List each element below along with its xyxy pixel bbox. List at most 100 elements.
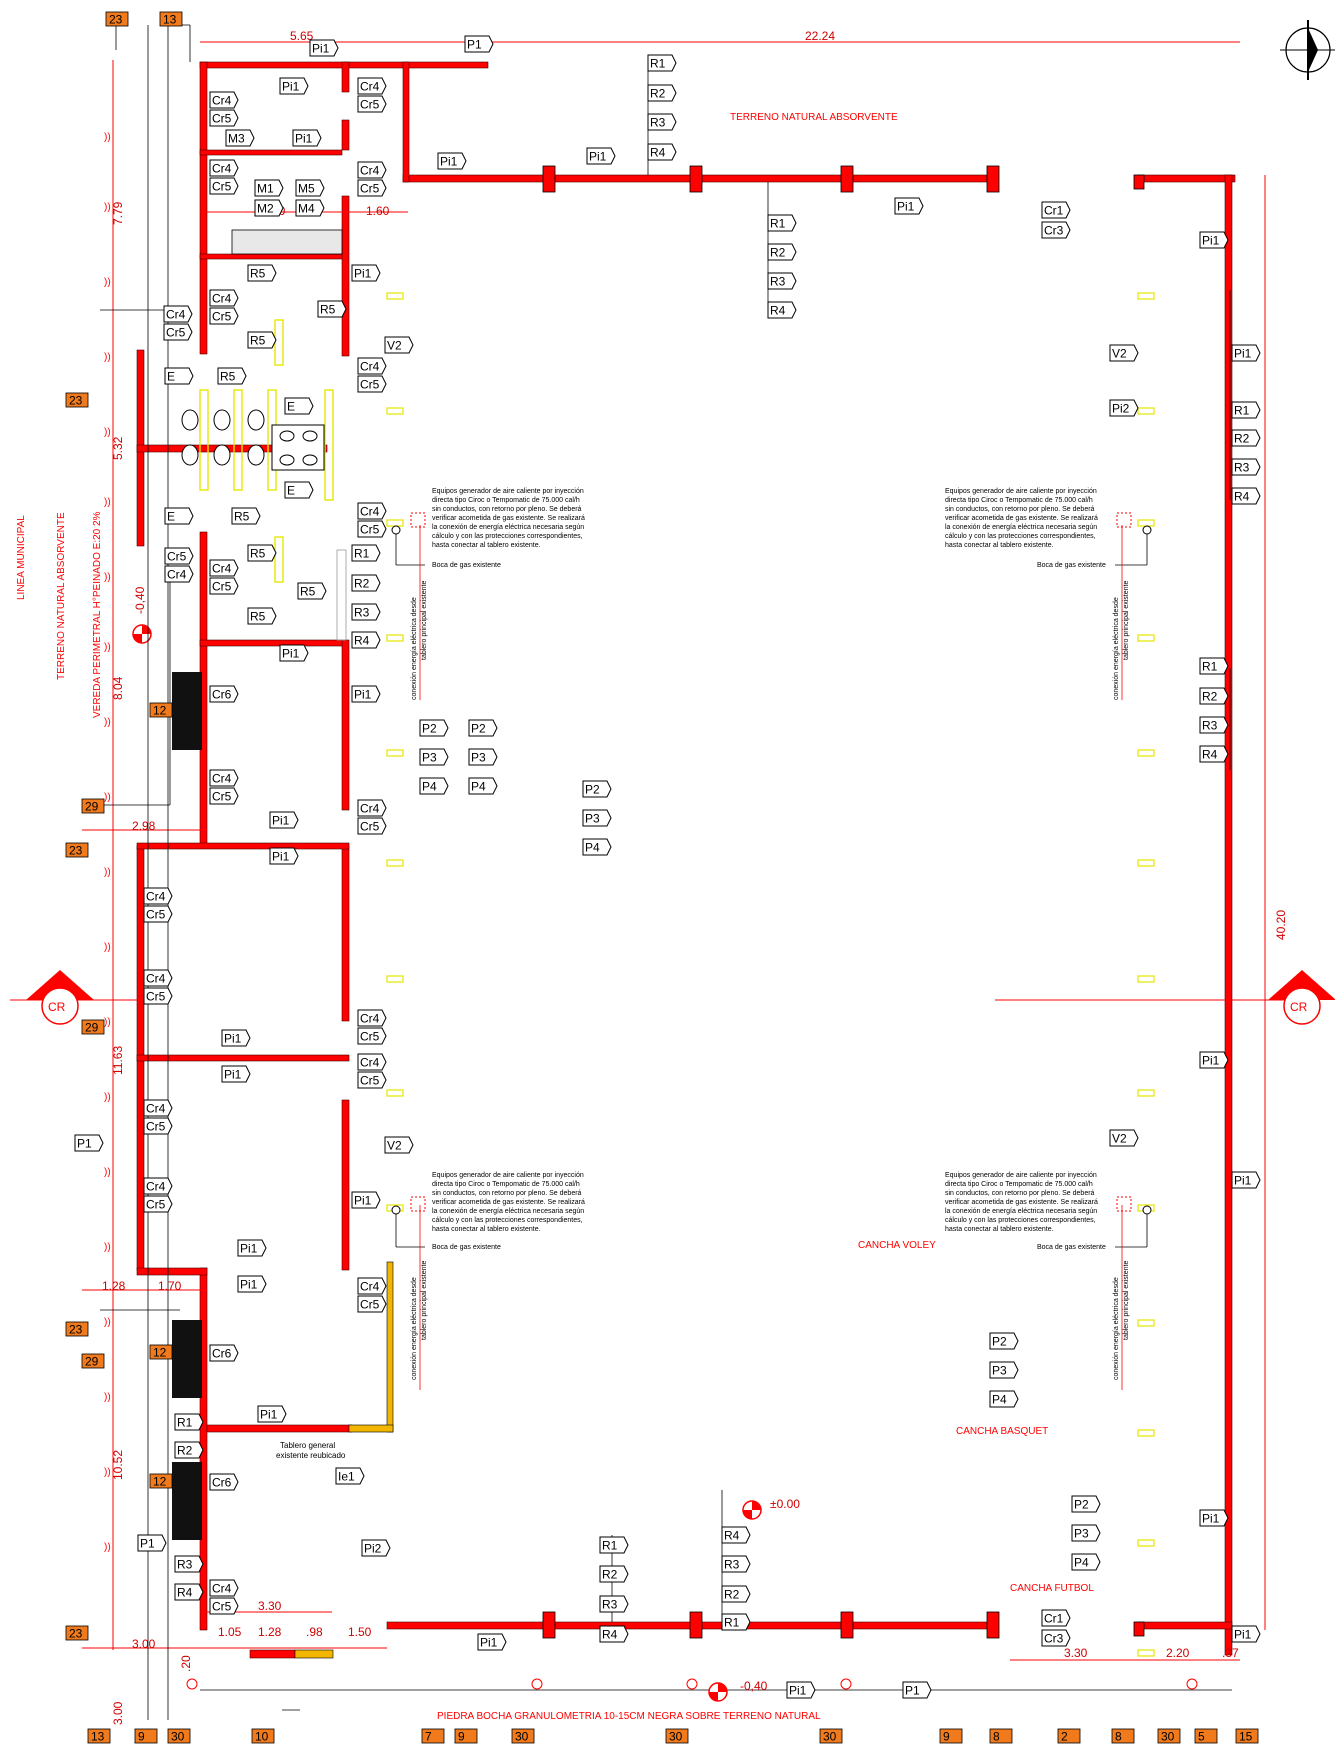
tag-r4: R4	[1199, 745, 1229, 763]
tag-label: P4	[471, 780, 486, 794]
note-conexion: conexión energía eléctrica desde	[411, 597, 418, 700]
tag-label: Cr1	[1044, 204, 1064, 218]
tag-label: R4	[724, 1529, 740, 1543]
tag-pi1: Pi1	[437, 152, 467, 170]
wall-board-b	[294, 1649, 334, 1659]
tag-pi1: Pi1	[292, 129, 322, 147]
callout-label: 23	[69, 1627, 83, 1641]
tag-cr5: Cr5	[209, 577, 239, 595]
tag-label: E	[287, 484, 295, 498]
note-conexion: conexión energía eléctrica desde	[1113, 597, 1120, 700]
callout-n30: 30	[819, 1728, 843, 1744]
tag-r5: R5	[317, 300, 347, 318]
tag-label: P2	[992, 1335, 1007, 1349]
tag-p1: P1	[137, 1534, 167, 1552]
tag-cr4: Cr4	[209, 559, 239, 577]
tag-cr4: Cr4	[209, 769, 239, 787]
tag-label: Cr6	[212, 1476, 232, 1490]
note-line: cálculo y con las protecciones correspon…	[432, 1217, 583, 1224]
callout-label: 9	[138, 1730, 145, 1744]
tag-pi1: Pi1	[269, 811, 299, 829]
tag-label: R1	[177, 1416, 193, 1430]
dim-text: 40.20	[1274, 910, 1288, 940]
tag-label: E	[287, 400, 295, 414]
callout-label: 9	[458, 1730, 465, 1744]
tag-cr6: Cr6	[209, 1344, 239, 1362]
note-line: directa tipo Ciroc o Tempomatic de 75.00…	[432, 1181, 580, 1188]
callout-label: 13	[91, 1730, 105, 1744]
tag-label: P1	[467, 38, 482, 52]
level-center: ±0.00	[770, 1497, 800, 1511]
tag-r5: R5	[247, 607, 277, 625]
dim-text: 22.24	[805, 29, 835, 43]
tablero-label-1: Tablero general	[280, 1441, 335, 1450]
callout-n29: 29	[81, 798, 105, 814]
drain-marker-icon: ))	[104, 1017, 111, 1028]
wall-right	[1224, 174, 1233, 1656]
tag-label: P3	[1074, 1527, 1089, 1541]
level-markers	[132, 624, 762, 1702]
tag-cr4: Cr4	[357, 357, 387, 375]
light-fixtures	[386, 292, 1155, 1657]
tag-label: Cr5	[360, 182, 380, 196]
tag-cr4: Cr4	[357, 1277, 387, 1295]
tag-label: R5	[250, 610, 266, 624]
tag-label: Cr5	[360, 523, 380, 537]
tag-r1: R1	[1231, 401, 1261, 419]
tag-label: Cr5	[146, 1198, 166, 1212]
tag-label: R1	[1202, 660, 1218, 674]
tag-label: Pi1	[354, 688, 372, 702]
tag-r5: R5	[297, 582, 327, 600]
tag-label: P2	[471, 722, 486, 736]
tag-label: P4	[1074, 1556, 1089, 1570]
pile-marker-icon	[531, 1678, 543, 1690]
tag-label: Cr5	[146, 990, 166, 1004]
tag-pi1: Pi1	[1231, 1625, 1261, 1643]
callout-label: 12	[153, 704, 167, 718]
tag-cr5: Cr5	[143, 905, 173, 923]
callout-n9: 9	[454, 1728, 478, 1744]
dim-text: 3.30	[258, 1599, 282, 1613]
tag-label: Cr4	[360, 360, 380, 374]
tag-label: P1	[140, 1537, 155, 1551]
tag-label: V2	[1112, 347, 1127, 361]
wall-h5	[136, 842, 350, 850]
note-conexion: tablero principal existente	[421, 581, 428, 660]
note-line: sin conductos, con retorno por pleno. Se…	[432, 506, 582, 513]
tag-pi1: Pi1	[257, 1405, 287, 1423]
callout-n29: 29	[81, 1019, 105, 1035]
pile-marker-icon	[186, 1678, 198, 1690]
note-conexion: tablero principal existente	[1123, 581, 1130, 660]
tag-label: Cr4	[212, 292, 232, 306]
tag-pi1: Pi1	[1199, 1051, 1229, 1069]
tag-pi1: Pi1	[1199, 1509, 1229, 1527]
callout-label: 23	[69, 844, 83, 858]
tag-cr4: Cr4	[357, 502, 387, 520]
tag-p3: P3	[419, 748, 449, 766]
tag-label: R1	[724, 1616, 740, 1630]
tag-r4: R4	[174, 1583, 204, 1601]
drain-marker-icon: ))	[104, 497, 111, 508]
dim-text: 3.30	[1064, 1646, 1088, 1660]
column	[689, 165, 703, 193]
drain-marker-icon: ))	[104, 427, 111, 438]
tag-label: P3	[992, 1364, 1007, 1378]
tag-label: Cr1	[1044, 1612, 1064, 1626]
tag-r3: R3	[1231, 458, 1261, 476]
tag-pi1: Pi1	[269, 847, 299, 865]
tag-label: R5	[250, 334, 266, 348]
dim-text: 8.04	[111, 676, 125, 700]
wall-int-b	[341, 119, 350, 151]
section-marker-right: CR	[1268, 970, 1335, 1025]
callout-label: 13	[163, 13, 177, 27]
wall-h2	[199, 253, 343, 260]
tag-pi1: Pi1	[351, 1191, 381, 1209]
column	[840, 1611, 854, 1639]
callout-label: 5	[1198, 1730, 1205, 1744]
tag-label: R4	[1202, 748, 1218, 762]
dim-text: 10.52	[111, 1450, 125, 1480]
tag-label: Ie1	[338, 1470, 355, 1484]
tag-label: M2	[257, 202, 274, 216]
tag-pi2: Pi2	[1109, 399, 1139, 417]
note-line: directa tipo Ciroc o Tempomatic de 75.00…	[432, 497, 580, 504]
